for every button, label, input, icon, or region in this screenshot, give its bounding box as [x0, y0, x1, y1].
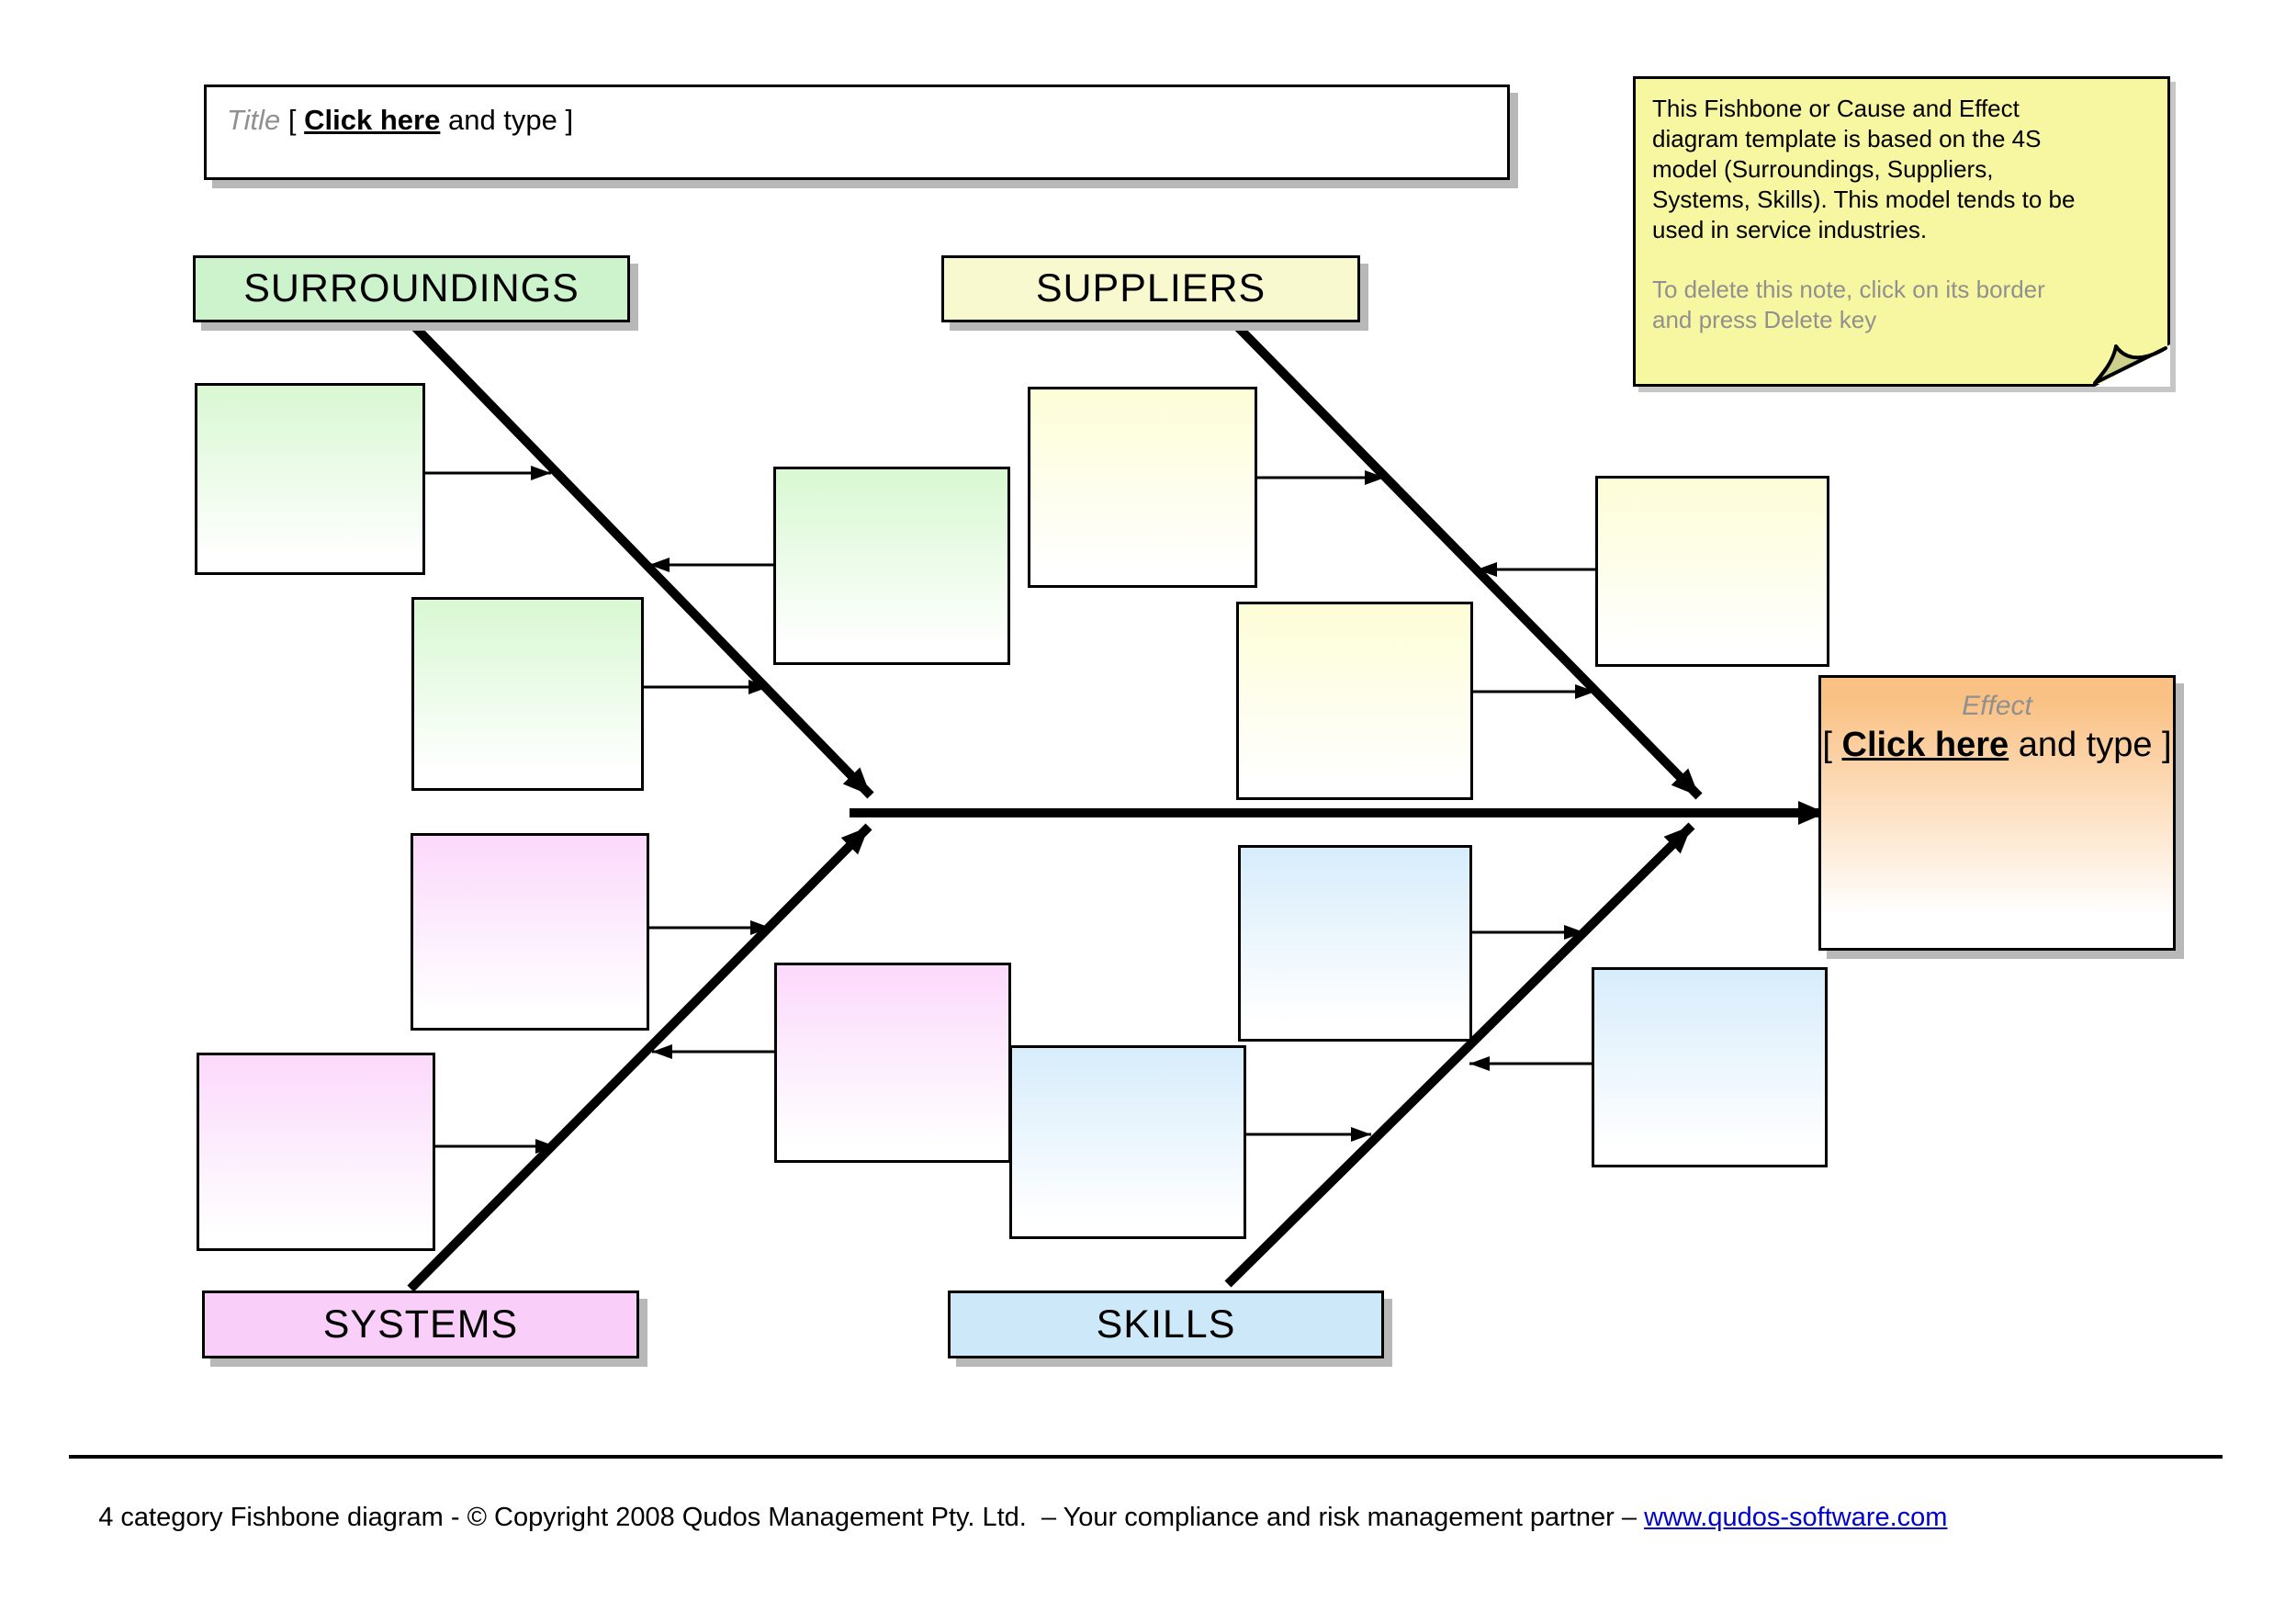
- effect-prompt-open: [: [1822, 726, 1842, 764]
- title-box[interactable]: Title [ Click here and type ]: [204, 85, 1510, 180]
- category-label-suppliers[interactable]: SUPPLIERS: [941, 255, 1360, 322]
- category-label-systems[interactable]: SYSTEMS: [202, 1291, 639, 1358]
- title-prompt: [ Click here and type ]: [288, 104, 573, 136]
- cause-box-suppliers-2[interactable]: [1236, 602, 1473, 800]
- sticky-note-fold-corner: [2093, 344, 2170, 387]
- title-label: Title: [227, 104, 281, 136]
- effect-label: Effect: [1962, 691, 2032, 721]
- category-label-surroundings-text: SURROUNDINGS: [243, 266, 580, 310]
- category-label-skills-text: SKILLS: [1096, 1302, 1236, 1347]
- effect-prompt-rest: and type ]: [2009, 726, 2172, 764]
- effect-prompt: [ Click here and type ]: [1821, 726, 2173, 765]
- sticky-note-body: This Fishbone or Cause and Effect diagra…: [1652, 95, 2076, 243]
- cause-box-systems-1[interactable]: [411, 833, 649, 1031]
- category-label-surroundings[interactable]: SURROUNDINGS: [193, 255, 630, 322]
- footer-copyright: 4 category Fishbone diagram - © Copyrigh…: [98, 1503, 1645, 1532]
- footer-link[interactable]: www.qudos-software.com: [1644, 1503, 1948, 1532]
- category-label-suppliers-text: SUPPLIERS: [1035, 266, 1266, 310]
- cause-box-skills-1[interactable]: [1238, 845, 1472, 1042]
- title-prompt-rest: and type ]: [440, 104, 574, 136]
- cause-box-suppliers-3[interactable]: [1595, 476, 1829, 667]
- sticky-note[interactable]: This Fishbone or Cause and Effect diagra…: [1633, 76, 2170, 387]
- cause-box-systems-2[interactable]: [197, 1053, 435, 1251]
- category-label-systems-text: SYSTEMS: [322, 1302, 519, 1347]
- category-label-skills[interactable]: SKILLS: [948, 1291, 1384, 1358]
- footer-text: 4 category Fishbone diagram - © Copyrigh…: [69, 1472, 1947, 1563]
- cause-box-surroundings-1[interactable]: [195, 383, 425, 575]
- title-prompt-open: [: [287, 104, 305, 136]
- cause-box-skills-3[interactable]: [1592, 967, 1828, 1167]
- cause-box-surroundings-2[interactable]: [411, 597, 644, 791]
- cause-box-suppliers-1[interactable]: [1028, 387, 1257, 588]
- cause-box-systems-3[interactable]: [774, 963, 1011, 1163]
- effect-box[interactable]: Effect [ Click here and type ]: [1818, 675, 2176, 951]
- footer-rule: [69, 1455, 2223, 1459]
- cause-box-surroundings-3[interactable]: [773, 467, 1010, 665]
- title-click-here-link[interactable]: Click here: [304, 104, 441, 136]
- cause-box-skills-2[interactable]: [1009, 1045, 1246, 1239]
- sticky-note-footnote: To delete this note, click on its border…: [1652, 276, 2045, 333]
- effect-click-here-link[interactable]: Click here: [1841, 726, 2009, 764]
